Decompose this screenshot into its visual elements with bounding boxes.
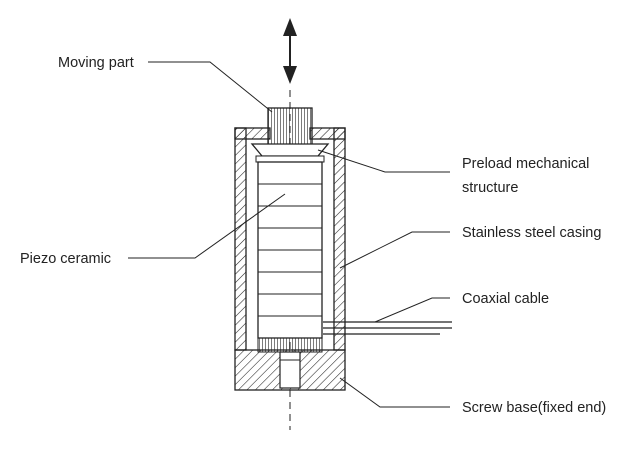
screw-base	[234, 349, 346, 391]
label-stainless-casing: Stainless steel casing	[462, 225, 601, 241]
leader-moving-part	[148, 61, 273, 113]
leader-preload	[317, 149, 450, 173]
motion-arrow-icon	[283, 18, 297, 84]
leader-casing	[339, 231, 450, 269]
leader-lines	[128, 61, 450, 408]
label-preload-line1: Preload mechanical	[462, 156, 589, 172]
label-preload-line2: structure	[462, 180, 518, 196]
label-coaxial-cable: Coaxial cable	[462, 291, 549, 307]
piezo-ceramic-stack	[257, 161, 323, 339]
leader-piezo	[128, 193, 286, 259]
label-moving-part: Moving part	[58, 55, 134, 71]
label-piezo-ceramic: Piezo ceramic	[20, 251, 111, 267]
leader-coaxial	[374, 297, 450, 323]
label-screw-base: Screw base(fixed end)	[462, 400, 606, 416]
moving-part	[250, 107, 330, 157]
coaxial-cable	[323, 321, 452, 335]
preload-mechanical-structure	[255, 155, 325, 163]
leader-screw-base	[339, 377, 450, 408]
